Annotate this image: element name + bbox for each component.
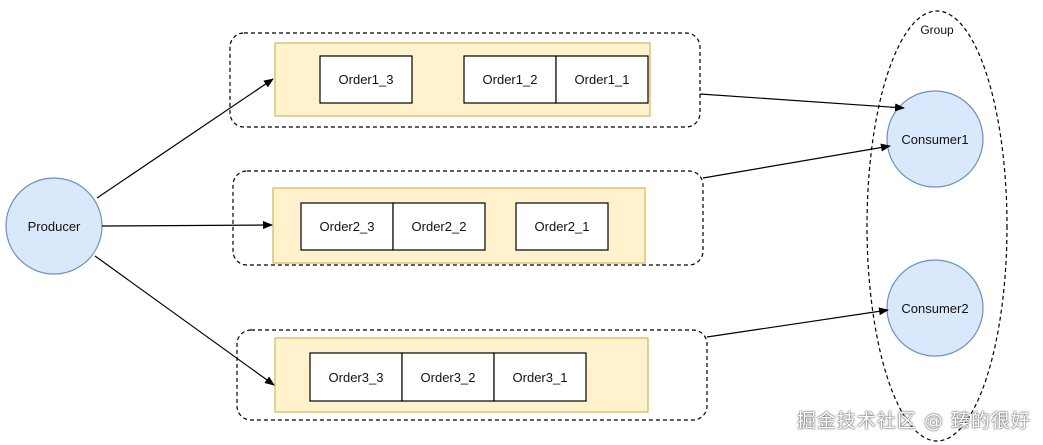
queue-2-frame [232, 170, 704, 266]
message-order2-3: Order2_3 [300, 202, 394, 251]
message-order2-1: Order2_1 [515, 202, 609, 251]
message-label: Order3_1 [513, 370, 568, 385]
queue-1: Order1_3 Order1_2 Order1_1 [229, 32, 701, 128]
message-label: Order2_3 [320, 219, 375, 234]
message-label: Order2_1 [535, 219, 590, 234]
consumer-1-node: Consumer1 [886, 90, 984, 188]
edge-queue-2-consumer-1 [702, 143, 891, 179]
message-order1-1: Order1_1 [555, 55, 649, 104]
message-label: Order3_3 [329, 370, 384, 385]
message-order3-2: Order3_2 [401, 352, 495, 402]
message-order1-3: Order1_3 [319, 55, 413, 104]
edge-producer-queue-3 [94, 255, 275, 386]
message-order3-3: Order3_3 [309, 352, 403, 402]
consumer-1-label: Consumer1 [901, 132, 968, 147]
producer-label: Producer [28, 219, 81, 234]
message-label: Order1_3 [339, 72, 394, 87]
message-label: Order3_2 [421, 370, 476, 385]
message-label: Order2_2 [412, 219, 467, 234]
edge-producer-queue-2 [101, 221, 273, 230]
edge-producer-queue-1 [96, 78, 274, 199]
group-label: Group [920, 23, 954, 37]
queue-2: Order2_3 Order2_2 Order2_1 [232, 170, 704, 266]
queue-1-frame [229, 32, 701, 128]
message-order3-1: Order3_1 [493, 352, 587, 402]
consumer-2-label: Consumer2 [901, 301, 968, 316]
edge-queue-1-consumer-1 [699, 93, 905, 112]
group-boundary [866, 10, 1008, 442]
queue-3-frame [236, 329, 708, 421]
message-label: Order1_2 [483, 72, 538, 87]
consumer-2-node: Consumer2 [886, 259, 984, 357]
edge-queue-3-consumer-2 [706, 307, 889, 338]
message-order1-2: Order1_2 [463, 55, 557, 104]
message-order2-2: Order2_2 [392, 202, 486, 251]
watermark-text: 掘金技术社区 @ 臻的很好 [796, 410, 1031, 432]
message-label: Order1_1 [575, 72, 630, 87]
queue-3: Order3_3 Order3_2 Order3_1 [236, 329, 708, 421]
producer-node: Producer [5, 177, 103, 275]
